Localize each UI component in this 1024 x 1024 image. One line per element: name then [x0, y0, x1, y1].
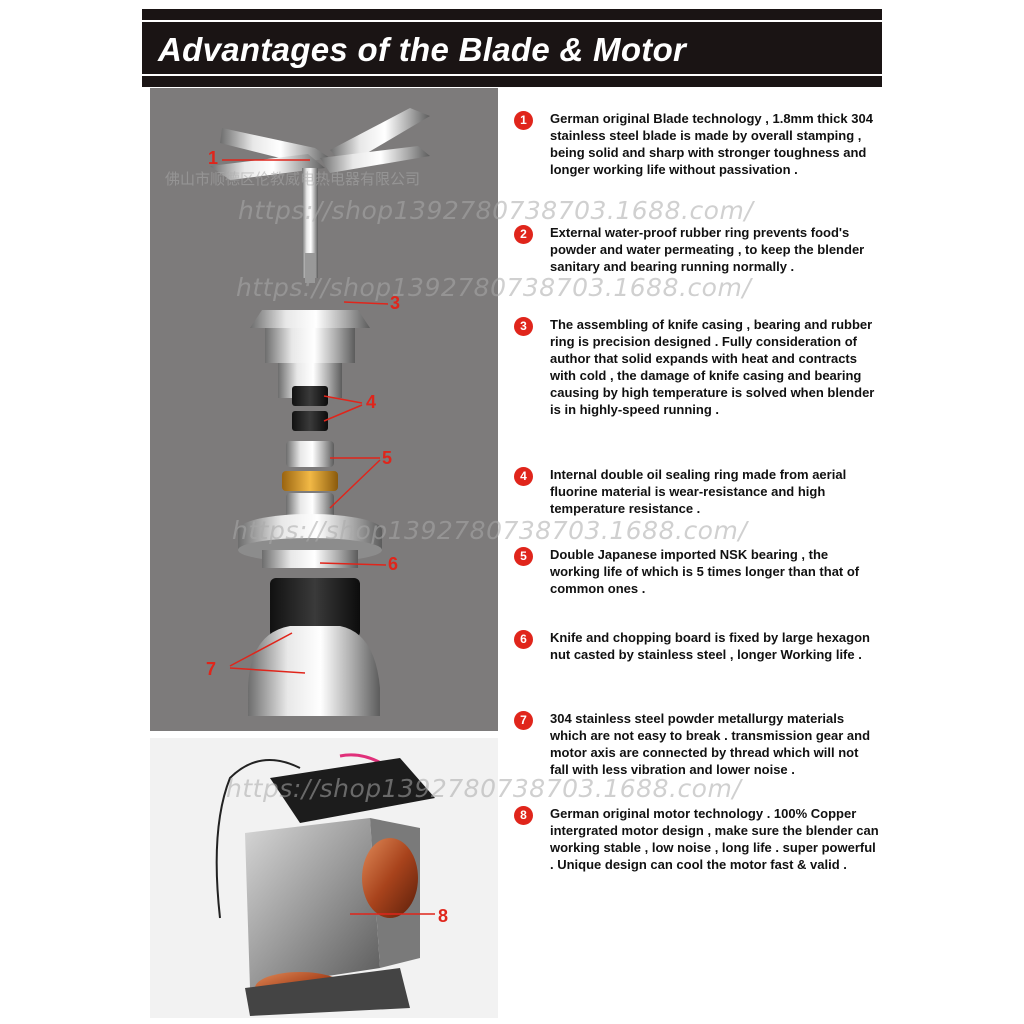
hexagon-nut-shape [238, 514, 382, 568]
item-number-badge: 3 [514, 317, 533, 336]
item-text: External water-proof rubber ring prevent… [550, 225, 865, 274]
rubber-ring-shape-2 [292, 411, 328, 431]
callout-7: 7 [206, 659, 217, 679]
item-number-badge: 4 [514, 467, 533, 486]
coupling-shape [270, 578, 360, 638]
copper-winding-shape [362, 838, 418, 918]
callout-3: 3 [390, 293, 401, 313]
watermark-url: https://shop1392780738703.1688.com/ [232, 516, 748, 545]
oil-seal-shape [282, 471, 338, 491]
watermark-url: https://shop1392780738703.1688.com/ [238, 196, 754, 225]
callout-4: 4 [366, 392, 377, 412]
item-text: 304 stainless steel powder metallurgy ma… [550, 711, 871, 777]
watermark-url: https://shop1392780738703.1688.com/ [236, 273, 752, 302]
shaft-shape [302, 168, 318, 278]
bearing-shape-2 [286, 493, 334, 519]
item-number-badge: 8 [514, 806, 533, 825]
item-text: The assembling of knife casing , bearing… [550, 317, 875, 417]
blade-assembly-illustration [210, 108, 430, 716]
callout-6: 6 [388, 554, 399, 574]
item-text: Knife and chopping board is fixed by lar… [550, 630, 870, 662]
banner-top-rule [142, 20, 882, 22]
knife-casing-shape [250, 310, 370, 398]
watermark-url: https://shop1392780738703.1688.com/ [226, 774, 742, 803]
page-title: Advantages of the Blade & Motor [158, 31, 687, 68]
shaft-thread [305, 253, 315, 283]
rubber-ring-shape [292, 386, 328, 406]
stator-shape [245, 818, 380, 988]
item-text: German original motor technology . 100% … [550, 806, 879, 872]
item-number-badge: 2 [514, 225, 533, 244]
callout-5: 5 [382, 448, 393, 468]
item-number-badge: 6 [514, 630, 533, 649]
leader-lines [222, 159, 389, 674]
banner-bottom-rule [142, 74, 882, 76]
blade-assembly-panel: 1 3 4 5 6 7 [150, 88, 498, 731]
item-number-badge: 1 [514, 111, 533, 130]
motor-illustration [215, 753, 435, 1016]
item-number-badge: 5 [514, 547, 533, 566]
item-number-badge: 7 [514, 711, 533, 730]
callout-1: 1 [208, 148, 219, 168]
bearing-shape [286, 441, 334, 467]
watermark-company: 佛山市顺德区伦教威电热电器有限公司 [165, 170, 421, 188]
callout-8: 8 [438, 906, 449, 926]
item-text: Internal double oil sealing ring made fr… [550, 467, 847, 516]
title-banner: Advantages of the Blade & Motor [142, 9, 882, 87]
item-text: German original Blade technology , 1.8mm… [550, 111, 873, 177]
motor-panel: 8 [150, 738, 498, 1018]
dome-base-shape [248, 626, 380, 716]
brush-holder-shape [270, 758, 435, 823]
item-text: Double Japanese imported NSK bearing , t… [550, 547, 860, 596]
